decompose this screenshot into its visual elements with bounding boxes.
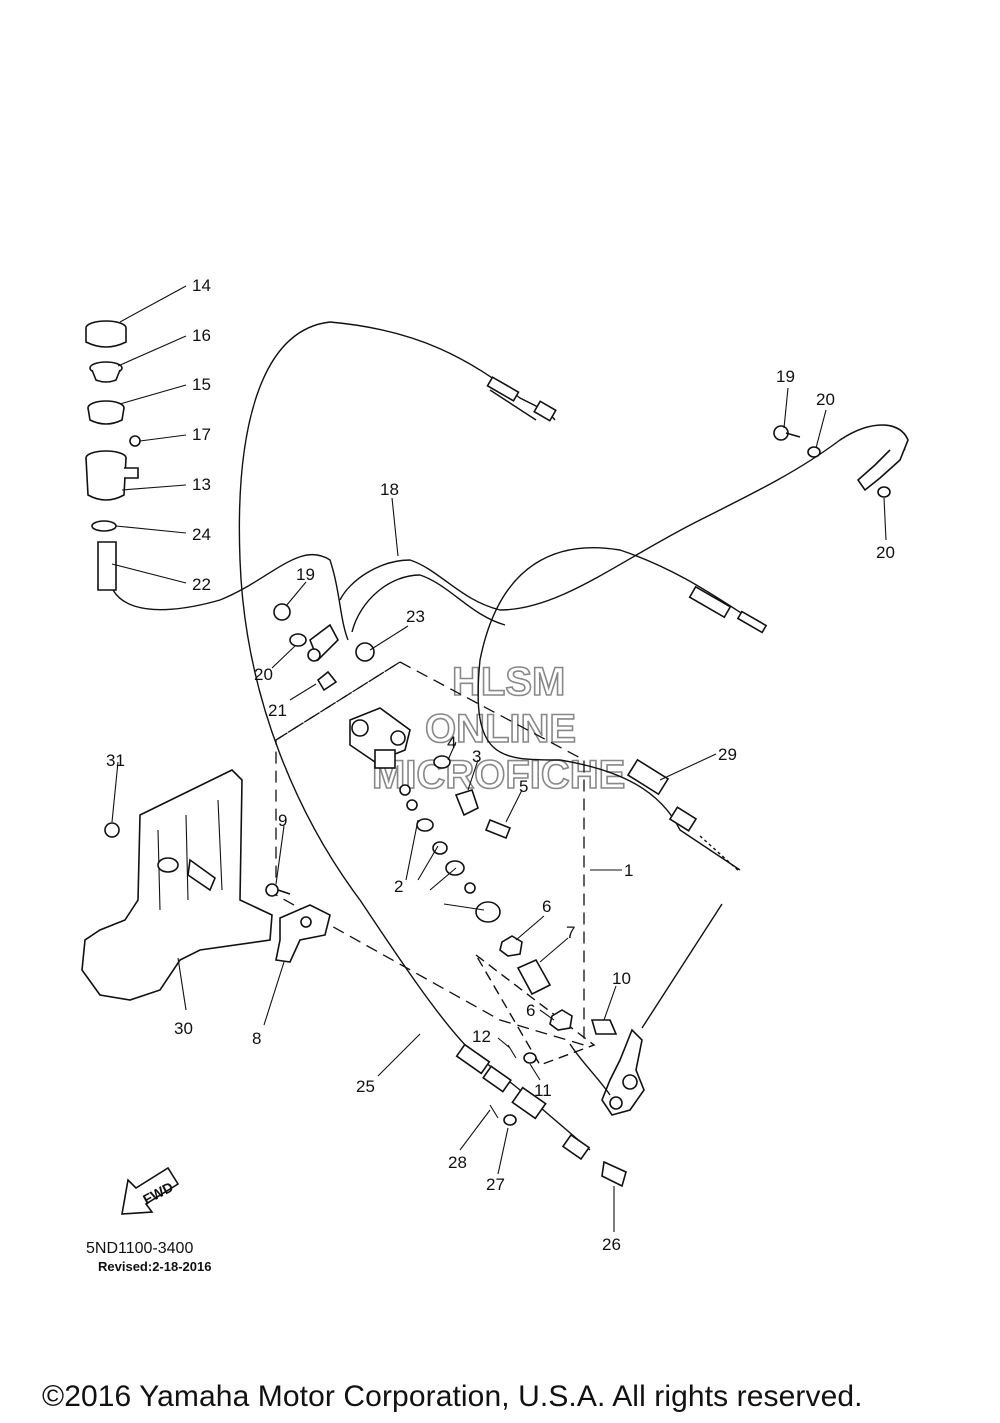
right-bracket-parts	[773, 424, 909, 498]
callout-7: 7	[566, 923, 575, 942]
fwd-arrow: FWD	[121, 1166, 180, 1215]
heel-guard	[81, 769, 331, 1001]
callout-5: 5	[519, 777, 528, 796]
callout-18: 18	[380, 480, 399, 499]
callout-24: 24	[192, 525, 211, 544]
reservoir-parts	[85, 320, 141, 591]
callout-14: 14	[192, 276, 211, 295]
callout-numbers: 14 16 15 17 13 24 22 18 19 20 20 19 20 2…	[106, 276, 895, 1254]
brake-pedal-lever	[489, 903, 723, 1188]
callout-17: 17	[192, 425, 211, 444]
callout-10: 10	[612, 969, 631, 988]
callout-27: 27	[486, 1175, 505, 1194]
watermark: HLSM ONLINE MICROFICHE	[371, 659, 626, 798]
callout-13: 13	[192, 475, 211, 494]
callout-9: 9	[278, 811, 287, 830]
callout-20-right-top: 20	[816, 390, 835, 409]
middle-fittings	[273, 603, 375, 692]
watermark-line-1: HLSM	[452, 660, 565, 704]
callout-11: 11	[534, 1081, 552, 1100]
callout-20-left: 20	[254, 665, 273, 684]
callout-12: 12	[472, 1027, 491, 1046]
callout-28: 28	[448, 1153, 467, 1172]
callout-30: 30	[174, 1019, 193, 1038]
callout-6-top: 6	[542, 897, 551, 916]
copyright-notice: ©2016 Yamaha Motor Corporation, U.S.A. A…	[42, 1380, 863, 1413]
callout-20-right-bottom: 20	[876, 543, 895, 562]
callout-19-right: 19	[776, 367, 795, 386]
callout-1: 1	[624, 861, 633, 880]
callout-22: 22	[192, 575, 211, 594]
callout-31: 31	[106, 751, 125, 770]
callout-25: 25	[356, 1077, 375, 1096]
part-code: 5ND1100-3400	[86, 1240, 194, 1257]
callout-8: 8	[252, 1029, 261, 1048]
callout-15: 15	[192, 375, 211, 394]
callout-29: 29	[718, 745, 737, 764]
callout-16: 16	[192, 326, 211, 345]
revised-date: Revised:2-18-2016	[98, 1259, 212, 1274]
callout-3: 3	[472, 747, 481, 766]
callout-6-bottom: 6	[526, 1001, 535, 1020]
callout-2: 2	[394, 877, 403, 896]
callout-19-left: 19	[296, 565, 315, 584]
master-cylinder-assembly	[275, 661, 618, 1066]
callout-21: 21	[268, 701, 287, 720]
callout-4: 4	[447, 733, 456, 752]
cable-fittings	[455, 376, 768, 1161]
watermark-line-2: ONLINE	[425, 707, 576, 751]
callout-26: 26	[602, 1235, 621, 1254]
callout-23: 23	[406, 607, 425, 626]
leader-lines	[111, 285, 887, 1232]
